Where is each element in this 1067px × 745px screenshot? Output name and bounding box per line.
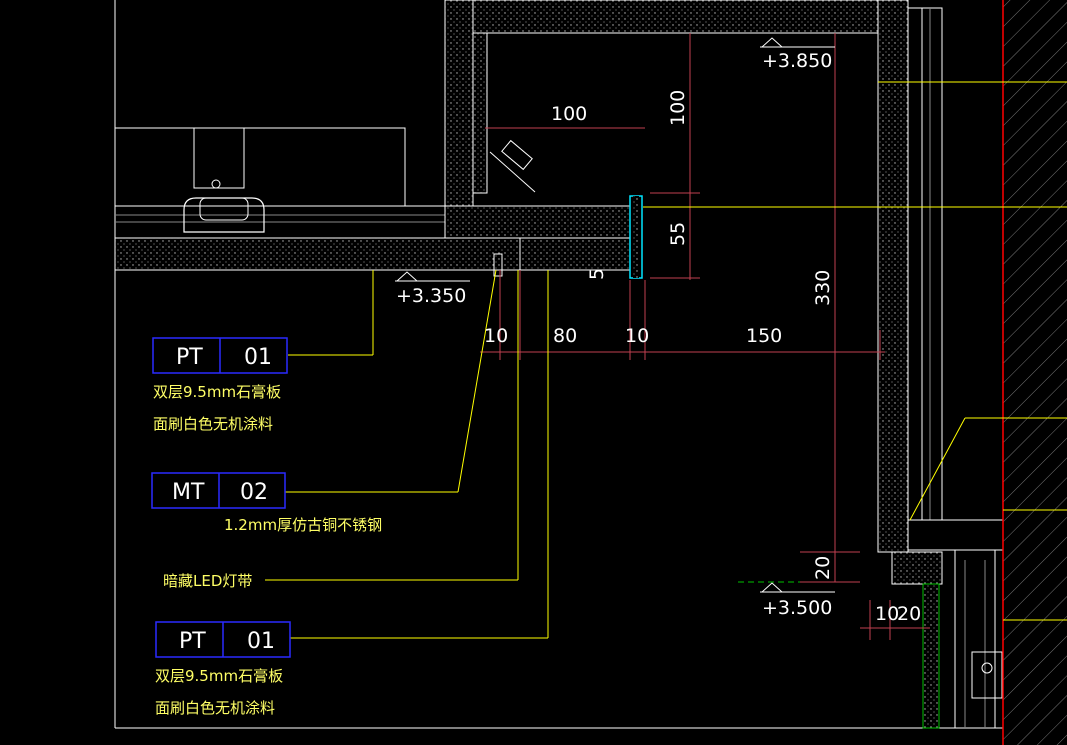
dim-10-a: 10 [484, 325, 508, 347]
dim-100-horizontal: 100 [551, 103, 587, 125]
tag-note-line1: 双层9.5mm石膏板 [153, 383, 281, 401]
material-tag-pt01-upper: PT 01 双层9.5mm石膏板 面刷白色无机涂料 [152, 337, 288, 433]
material-tag-mt02: MT 02 1.2mm厚仿古铜不锈钢 [151, 472, 382, 534]
level-top: +3.850 [762, 50, 832, 72]
dim-55: 55 [667, 222, 689, 246]
hanger-bracket [183, 127, 265, 233]
led-strip-note: 暗藏LED灯带 [163, 572, 252, 590]
ceiling-board [114, 205, 631, 271]
dimension-lines [480, 33, 930, 640]
duct-section [114, 127, 446, 239]
upper-wall [444, 0, 943, 585]
level-ceiling: +3.350 [396, 285, 466, 307]
tag-code: MT [172, 480, 205, 505]
window-frame [907, 7, 1040, 729]
tag-note-line1: 1.2mm厚仿古铜不锈钢 [224, 516, 382, 534]
tag-note-line2: 面刷白色无机涂料 [155, 699, 275, 717]
dim-330: 330 [812, 270, 834, 306]
tag-number: 01 [244, 345, 272, 370]
material-tag-pt01-lower: PT 01 双层9.5mm石膏板 面刷白色无机涂料 [155, 621, 291, 717]
dim-20-vertical: 20 [812, 556, 834, 580]
dim-10-c: 10 [875, 603, 899, 625]
led-fixture [489, 139, 643, 279]
level-bottom: +3.500 [762, 597, 832, 619]
dim-80: 80 [553, 325, 577, 347]
tag-note-line1: 双层9.5mm石膏板 [155, 667, 283, 685]
frame-border [114, 0, 1067, 729]
tag-code: PT [179, 629, 206, 654]
tag-note-line2: 面刷白色无机涂料 [153, 415, 273, 433]
dim-20-horizontal: 20 [897, 603, 921, 625]
dim-150: 150 [746, 325, 782, 347]
leader-lines [265, 81, 1067, 639]
dim-10-b: 10 [625, 325, 649, 347]
exterior-wall [1002, 0, 1067, 745]
level-markers [395, 37, 835, 593]
dim-5: 5 [586, 268, 608, 280]
tag-code: PT [176, 345, 203, 370]
tag-number: 02 [240, 480, 268, 505]
tag-number: 01 [247, 629, 275, 654]
dim-100-vertical: 100 [667, 90, 689, 126]
